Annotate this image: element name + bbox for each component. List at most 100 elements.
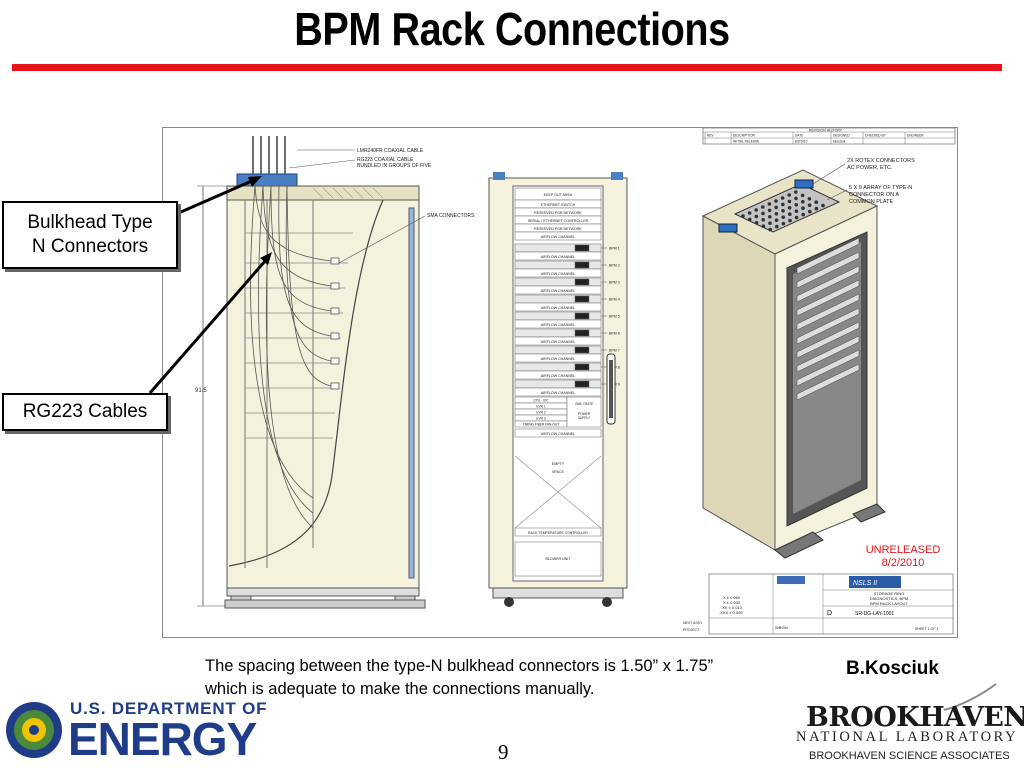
airflow-row	[514, 302, 602, 312]
front-row-label: ETHERNET SWITCH	[541, 203, 576, 207]
n-connector	[781, 221, 786, 226]
vme-side	[566, 396, 602, 428]
revision-col-header: REV	[707, 134, 714, 138]
airflow-label: AIRFLOW CHANNEL	[541, 255, 576, 259]
n-connector	[794, 209, 799, 213]
n-connector	[768, 227, 772, 232]
revision-block: REVISION HISTORY REV DESCRIPTION INITIAL R…	[702, 127, 956, 145]
title-dwg-no: SR-DG-LAY-1001	[855, 611, 894, 617]
front-row-label: SERIAL / ETHERNET CONTROLLER	[528, 219, 589, 223]
front-row-label: RESERVED FOR NETWORK	[534, 211, 582, 215]
n-connector	[801, 212, 805, 217]
iso-shelf	[796, 237, 860, 275]
unreleased-date: 8/2/2010	[882, 557, 925, 569]
revision-col-header: ENGINEER	[907, 134, 924, 138]
n-connector	[781, 209, 785, 213]
n-connector	[781, 202, 785, 207]
n-connector	[787, 206, 792, 210]
bnl-swoosh-icon	[943, 683, 997, 711]
revision-cell: bkosciuk	[833, 140, 846, 144]
revision-col-header: DESIGNED	[833, 134, 850, 138]
title-desc-3: BPM RACK LAYOUT	[870, 601, 908, 606]
n-connector	[794, 196, 798, 201]
empty-label-2: SPACE	[552, 470, 565, 474]
bpm-display	[574, 380, 590, 388]
n-connector	[754, 214, 759, 219]
bpm-label: BPM 5	[609, 315, 620, 319]
bpm-display	[574, 295, 590, 303]
bnl-line2: NATIONAL LABORATORY	[796, 729, 1019, 745]
callout-bulkhead-line2: N Connectors	[31, 236, 149, 257]
airflow-row	[514, 387, 602, 397]
airflow-row	[514, 268, 602, 278]
n-connector	[754, 208, 758, 212]
vme-label: TIMING FIBER FAN-OUT	[523, 423, 559, 427]
n-connector	[808, 209, 812, 214]
title-divider	[12, 64, 1002, 71]
iso-shelf	[796, 293, 860, 331]
bnl-line3: BROOKHAVEN SCIENCE ASSOCIATES	[809, 750, 1010, 762]
n-connector	[787, 193, 791, 197]
revision-cell: INITIAL RELEASE	[733, 140, 759, 144]
side-view: 91.5 LMR240FR COAXIAL CABLE RG223 COAXIA…	[195, 136, 475, 609]
bpm-label: BPM 6	[609, 332, 620, 336]
label-array-3: COMMON PLATE	[849, 199, 894, 205]
n-connector	[814, 200, 818, 204]
airflow-row	[514, 428, 602, 438]
n-connector	[748, 217, 752, 222]
airflow-label: AIRFLOW CHANNEL	[541, 323, 576, 327]
iso-shelf	[796, 307, 860, 345]
airflow-label: AIRFLOW CHANNEL	[541, 374, 576, 378]
iso-shelf	[796, 279, 860, 317]
revision-col-header: CHECKED BY	[865, 134, 887, 138]
title-desc-2: DIAGNOSTICS, BPM	[870, 596, 908, 601]
airflow-label: AIRFLOW CHANNEL	[541, 272, 576, 276]
tol-3: .XX ± 0.010	[721, 605, 743, 610]
isometric-view: 2X ROTEX CONNECTORS AC POWER, ETC. 5 X 9…	[701, 158, 915, 559]
nsls-logo: NSLS II	[853, 580, 877, 587]
bpm-label: BPM 4	[609, 298, 620, 302]
drawing-canvas: 91.5 LMR240FR COAXIAL CABLE RG223 COAXIA…	[195, 127, 956, 635]
revision-header: REVISION HISTORY	[809, 129, 843, 133]
next-assy: NEXT ASSY	[683, 621, 703, 625]
callout-rg223-cables: RG223 Cables	[2, 393, 168, 431]
vme-crate-label: VME CRATE	[575, 402, 593, 406]
caption-line2: which is adequate to make the connection…	[205, 680, 595, 698]
n-connector	[768, 221, 772, 225]
engineering-drawing: 91.5 LMR240FR COAXIAL CABLE RG223 COAXIA…	[162, 127, 958, 638]
iso-shelf	[796, 251, 860, 289]
n-connector	[774, 218, 779, 222]
n-connector	[800, 193, 805, 198]
front-row	[514, 231, 602, 241]
tol-4: .XXX ± 0.005	[719, 610, 743, 615]
iso-shelf	[796, 335, 860, 373]
power-label-1: POWER	[578, 412, 591, 416]
author-name: B.Kosciuk	[846, 658, 939, 679]
bpm-display	[574, 329, 590, 337]
revision-col-header: DESCRIPTION	[733, 134, 755, 138]
n-connector	[747, 211, 752, 215]
vme-label: CPU - IOC	[533, 399, 549, 403]
connector-array	[741, 190, 825, 232]
airflow-row	[514, 353, 602, 363]
title-size: D	[827, 610, 832, 617]
iso-shelf	[796, 349, 860, 387]
airflow-label: AIRFLOW CHANNEL	[541, 432, 576, 436]
n-connector	[821, 203, 825, 208]
dimension-label: 91.5	[195, 388, 207, 394]
caption-line1: The spacing between the type-N bulkhead …	[205, 657, 714, 675]
blower-label: BLOWER UNIT	[546, 557, 572, 561]
vme-label: EVR 1	[536, 405, 545, 409]
label-lmr: LMR240FR COAXIAL CABLE	[357, 148, 424, 154]
n-connector	[761, 211, 765, 216]
airflow-label: AIRFLOW CHANNEL	[541, 340, 576, 344]
callout-rg223-label: RG223 Cables	[22, 401, 148, 422]
n-connector	[780, 196, 785, 200]
bpm-label: BPM 2	[609, 264, 620, 268]
n-connector	[761, 205, 765, 209]
bpm-display	[574, 278, 590, 286]
label-rg223-1: RG223 COAXIAL CABLE	[357, 157, 414, 163]
initials: WBGM	[775, 625, 788, 630]
page-number: 9	[498, 740, 509, 764]
